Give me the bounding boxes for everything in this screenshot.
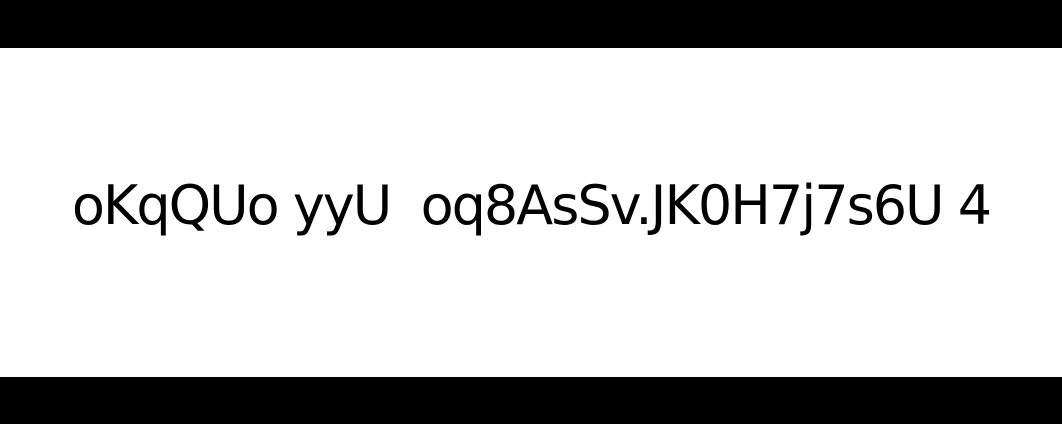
text-area: oKqQUo yyU oq8AsSv.JK0H7j7s6U 4 — [0, 48, 1062, 377]
top-letterbox-bar — [0, 0, 1062, 48]
bottom-letterbox-bar — [0, 377, 1062, 424]
text-line: oKqQUo yyU oq8AsSv.JK0H7j7s6U 4 — [71, 173, 992, 237]
